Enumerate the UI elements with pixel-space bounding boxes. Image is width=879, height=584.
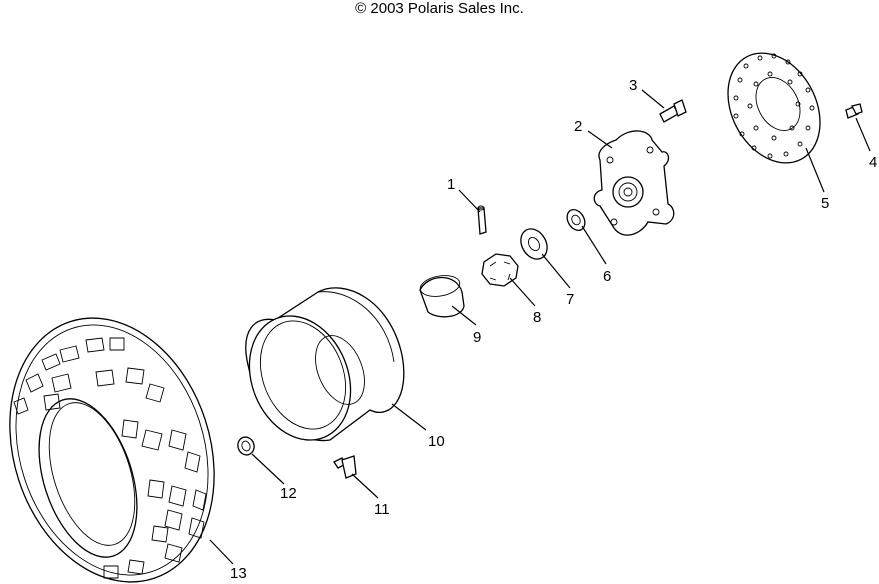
callout-12: 12 — [280, 485, 297, 502]
callout-5: 5 — [821, 195, 829, 212]
callout-10: 10 — [428, 433, 445, 450]
callout-3: 3 — [629, 77, 637, 94]
tire — [9, 317, 215, 583]
wheel-rim — [245, 287, 405, 442]
callout-8: 8 — [533, 309, 541, 326]
castle-nut — [481, 253, 519, 287]
leader-lines — [209, 89, 871, 565]
callout-4: 4 — [869, 154, 877, 171]
lug-nut — [237, 436, 255, 456]
callout-labels: 1 2 3 4 5 6 7 8 9 10 11 12 13 — [230, 77, 877, 582]
cotter-pin — [477, 205, 487, 235]
rotor-bolt — [845, 103, 863, 119]
thin-washer — [566, 209, 586, 231]
tire-tread-pattern — [13, 337, 207, 579]
callout-9: 9 — [473, 329, 481, 346]
valve-stem — [333, 455, 357, 479]
callout-1: 1 — [447, 176, 455, 193]
callout-13: 13 — [230, 565, 247, 582]
hub-bolt — [659, 99, 687, 123]
callout-7: 7 — [566, 291, 574, 308]
callout-6: 6 — [603, 268, 611, 285]
callout-11: 11 — [374, 501, 390, 518]
callout-2: 2 — [574, 118, 582, 135]
wheel-hub — [593, 130, 675, 236]
copyright-notice: © 2003 Polaris Sales Inc. — [355, 0, 524, 17]
brake-disc-rotor — [727, 52, 821, 164]
flat-washer — [520, 228, 548, 260]
